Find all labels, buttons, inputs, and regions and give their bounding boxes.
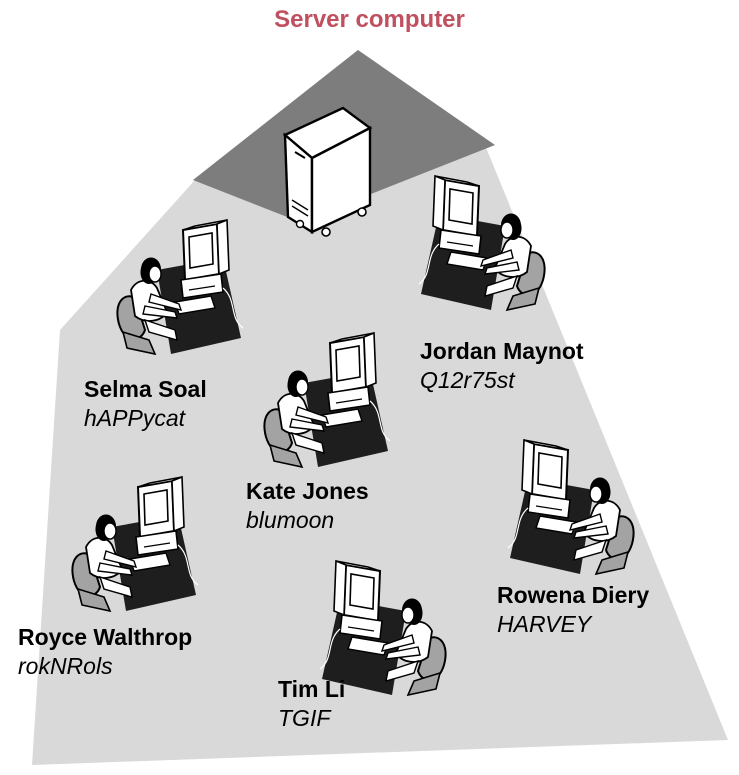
user-password-jordan: Q12r75st [420,367,515,393]
user-password-kate: blumoon [246,507,335,533]
user-password-tim: TGIF [278,705,331,731]
user-name-jordan: Jordan Maynot [420,338,584,364]
user-name-rowena: Rowena Diery [497,582,650,608]
user-name-royce: Royce Walthrop [18,624,193,650]
user-name-kate: Kate Jones [246,478,369,504]
user-name-selma: Selma Soal [84,376,207,402]
user-password-royce: rokNRols [18,653,113,679]
user-name-tim: Tim Li [278,676,346,702]
user-password-rowena: HARVEY [497,611,592,637]
user-password-selma: hAPPycat [84,405,185,431]
server-tower-icon [282,106,373,237]
server-computer-title: Server computer [274,6,465,33]
